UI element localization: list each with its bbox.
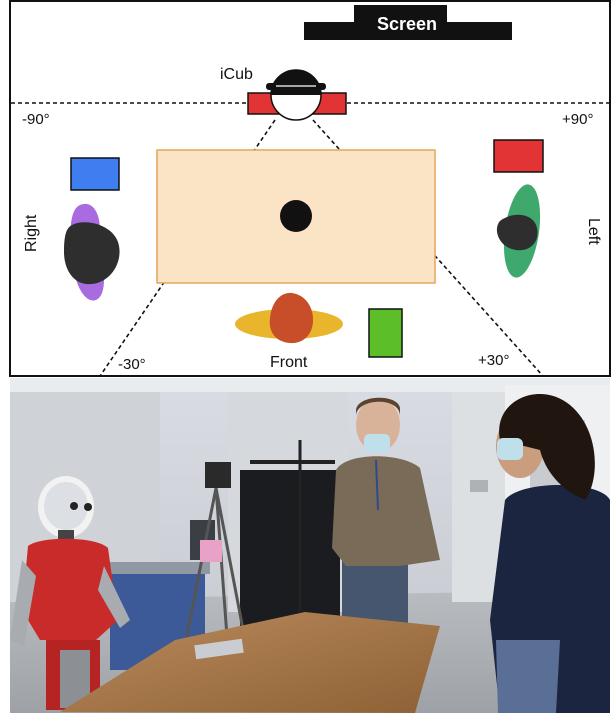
icub-robot-icon [247,69,347,121]
angle-plus-90-label: +90° [562,111,593,128]
lab-photo [10,378,610,713]
side-front-label: Front [270,354,308,371]
angle-minus-90-label: -90° [22,111,50,128]
tripod-icon [183,462,247,651]
side-right-label: Right [23,214,40,252]
angle-minus-30-label: -30° [118,356,146,373]
person-left-icon [496,184,541,278]
table-center-dot [280,200,312,232]
marker-blue [70,157,120,191]
screen-shape [304,5,512,40]
table-photo-icon [60,612,440,713]
angle-plus-30-label: +30° [478,352,509,369]
woman-figure-icon [490,393,610,713]
top-view-diagram: Screen -90° +90° -30° +30° iCub Right [9,0,611,377]
icub-label: iCub [220,66,253,83]
screen-label: Screen [377,14,437,34]
marker-green [368,308,403,358]
side-left-label: Left [585,218,602,245]
person-right-icon [64,203,120,301]
marker-red [493,139,544,173]
person-front-icon [235,292,343,344]
